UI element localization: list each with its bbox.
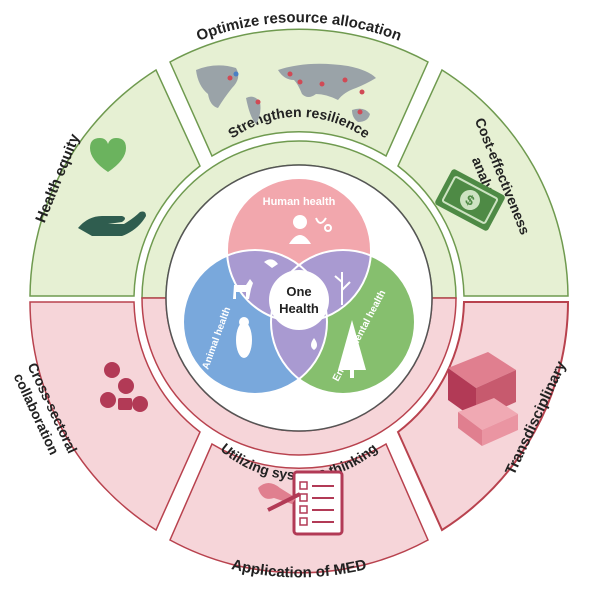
- dog-icon: [233, 279, 253, 299]
- tree-icon: [338, 320, 366, 378]
- heart-in-hand-icon: [78, 138, 146, 236]
- human-health-label: Human health: [263, 196, 336, 208]
- water-drop-icon: [311, 338, 317, 350]
- one-health-line2: Health: [279, 301, 319, 316]
- segment-cost-effectiveness: [397, 68, 569, 297]
- one-health-line1: One: [286, 284, 311, 299]
- bird-icon: [264, 259, 278, 268]
- people-network-icon: [100, 362, 148, 412]
- segment-optimize-resource: [169, 28, 429, 158]
- baby-icon: [289, 215, 311, 244]
- venn-diagram: One Health Human health Animal health En…: [182, 177, 416, 395]
- penguin-icon: [236, 317, 252, 358]
- server-blocks-icon: [448, 352, 518, 446]
- segment-health-equity: [29, 68, 201, 297]
- stethoscope-icon: [315, 217, 332, 232]
- money-dollar-icon: $: [435, 169, 505, 231]
- checklist-clipboard-icon: [258, 470, 344, 536]
- plant-icon: [334, 272, 351, 305]
- world-map-icon: [196, 63, 376, 124]
- one-health-center: [269, 270, 329, 330]
- segment-cross-sectoral: [29, 301, 201, 532]
- outer-ring: [29, 28, 570, 574]
